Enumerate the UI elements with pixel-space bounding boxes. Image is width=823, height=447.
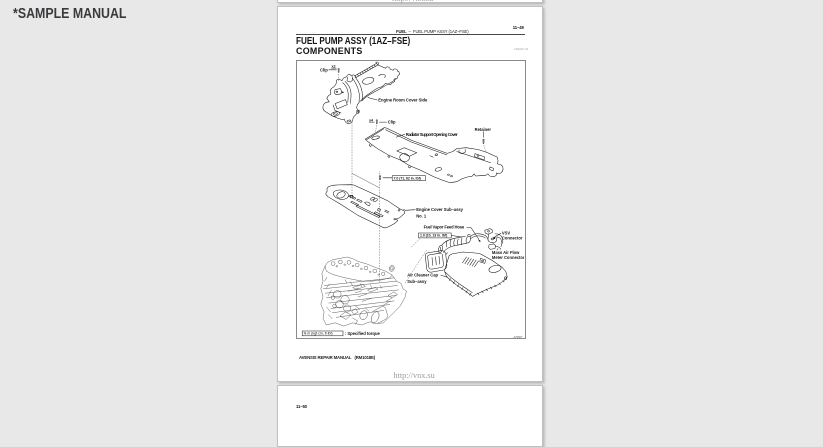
svg-text:x2: x2 <box>332 64 336 68</box>
svg-text:Meter Connector: Meter Connector <box>492 254 524 259</box>
svg-text:Mass Air Flow: Mass Air Flow <box>492 249 520 254</box>
svg-text:Air Cleaner Cap: Air Cleaner Cap <box>407 272 438 277</box>
svg-text:Connector: Connector <box>502 235 523 240</box>
svg-text:1.0 (10, 13 in. lbf): 1.0 (10, 13 in. lbf) <box>420 233 447 237</box>
svg-text:Engine Room Cover Side: Engine Room Cover Side <box>378 97 428 102</box>
svg-text:A76667: A76667 <box>514 334 524 337</box>
svg-text:Engine Cover Sub–assy: Engine Cover Sub–assy <box>416 207 463 212</box>
svg-text:N·m (kgf·cm, ft·lbf): N·m (kgf·cm, ft·lbf) <box>304 331 333 335</box>
svg-text:VSV: VSV <box>502 230 510 235</box>
svg-text:Retainer: Retainer <box>475 126 492 131</box>
svg-text:No. 1: No. 1 <box>416 213 427 218</box>
svg-text:Sub–assy: Sub–assy <box>407 279 427 284</box>
svg-text:Clip: Clip <box>320 67 328 72</box>
svg-text:Fuel Vapor Feed Hose: Fuel Vapor Feed Hose <box>424 224 465 229</box>
svg-text:x4: x4 <box>369 118 374 122</box>
svg-text:7.0 (71, 62 in. lbf): 7.0 (71, 62 in. lbf) <box>394 176 421 180</box>
svg-text:Radiator Support Opening Cover: Radiator Support Opening Cover <box>406 131 458 136</box>
svg-text:Clip: Clip <box>388 119 396 124</box>
svg-text:: Specified torque: : Specified torque <box>345 330 381 335</box>
